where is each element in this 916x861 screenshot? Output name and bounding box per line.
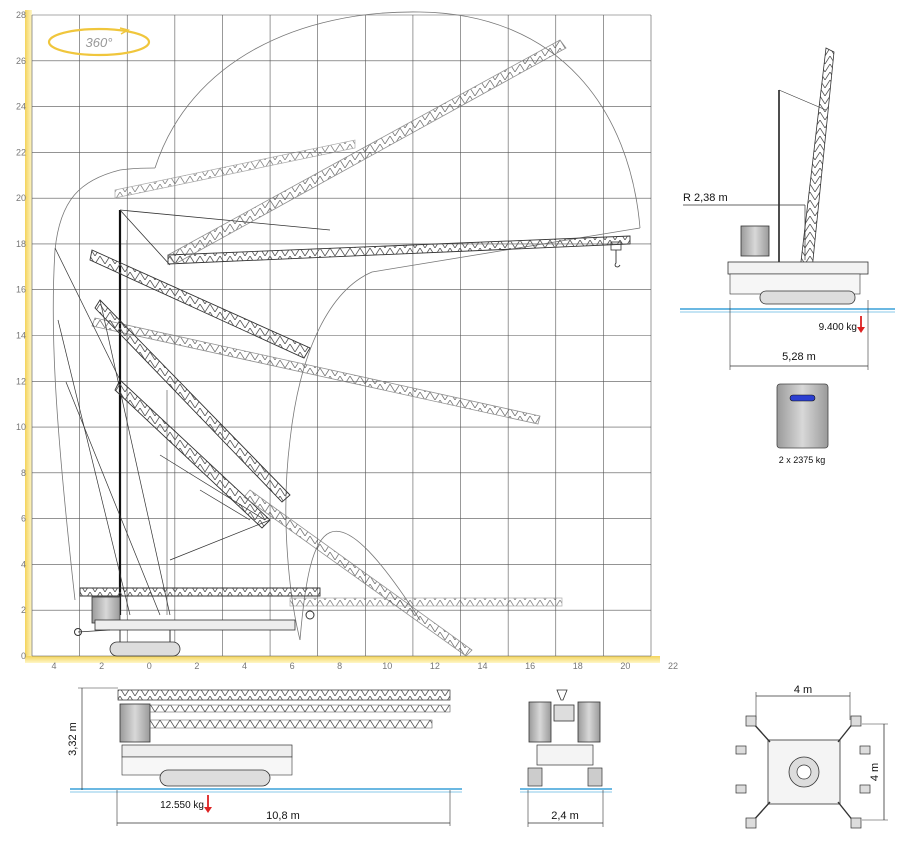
side-view-radius-label: R 2,38 m [683,192,728,204]
x-tick-label: 20 [620,661,630,671]
x-axis-bar [25,656,660,663]
outrigger-width-label: 4 m [794,684,812,696]
x-tick-label: 18 [573,661,583,671]
y-tick-label: 16 [16,285,26,295]
y-tick-label: 20 [16,193,26,203]
hook-block [610,241,622,268]
crane-base [74,596,315,657]
jib-diagonal-long [243,489,473,657]
side-view: R 2,38 m 9.400 kg 5,28 m [680,47,895,370]
y-tick-label: 18 [16,239,26,249]
x-tick-label: 14 [478,661,488,671]
transport-view: 3,32 m 12.550 kg 10,8 m [67,687,462,826]
y-tick-label: 24 [16,102,26,112]
y-tick-label: 28 [16,10,26,20]
counterweight-label: 2 x 2375 kg [779,455,826,465]
outrigger-view: 4 m 4 m [735,684,888,829]
rotation-badge: 360° [47,27,151,57]
counterweight-handle [789,394,816,402]
y-tick-label: 26 [16,56,26,66]
x-tick-label: 2 [99,661,104,671]
jib-folded-low [79,587,563,607]
y-tick-label: 2 [21,605,26,615]
x-tick-label: 6 [290,661,295,671]
weight-arrow-icon [204,795,212,813]
tie-lines [54,247,271,616]
y-tick-label: 8 [21,468,26,478]
jib-steep [167,39,567,265]
x-tick-label: 8 [337,661,342,671]
y-tick-label: 10 [16,422,26,432]
x-tick-label: 4 [242,661,247,671]
x-tick-label: 4 [51,661,56,671]
outrigger-depth-label: 4 m [869,763,881,781]
x-tick-label: 12 [430,661,440,671]
jib-upper-left [114,139,356,199]
counterweight-block: 2 x 2375 kg [776,383,829,465]
transport-length-label: 10,8 m [266,810,300,822]
working-envelope [52,11,641,641]
rotation-badge-text: 360° [86,35,113,50]
jib-luffed-1 [94,299,291,503]
y-tick-label: 0 [21,651,26,661]
y-axis-bar [25,10,32,660]
jib-down-1 [89,249,311,359]
jib-luffed-2 [114,379,271,529]
y-tick-label: 14 [16,331,26,341]
jib-horizontal-high [167,235,631,265]
x-tick-label: 22 [668,661,678,671]
x-tick-label: 2 [194,661,199,671]
side-view-width-label: 5,28 m [782,351,816,363]
weight-arrow-icon [857,316,865,333]
transport-height-label: 3,32 m [67,722,79,756]
y-tick-label: 6 [21,514,26,524]
x-tick-label: 16 [525,661,535,671]
transport-weight-label: 12.550 kg [160,800,204,811]
jib-positions [79,39,631,657]
side-view-weight-label: 9.400 kg [819,322,857,333]
x-tick-label: 0 [147,661,152,671]
front-view: 2,4 m [520,689,612,827]
y-tick-label: 12 [16,376,26,386]
front-width-label: 2,4 m [551,810,579,822]
y-tick-label: 4 [21,559,26,569]
y-tick-label: 22 [16,147,26,157]
x-tick-label: 10 [382,661,392,671]
jib-down-2 [91,317,541,425]
